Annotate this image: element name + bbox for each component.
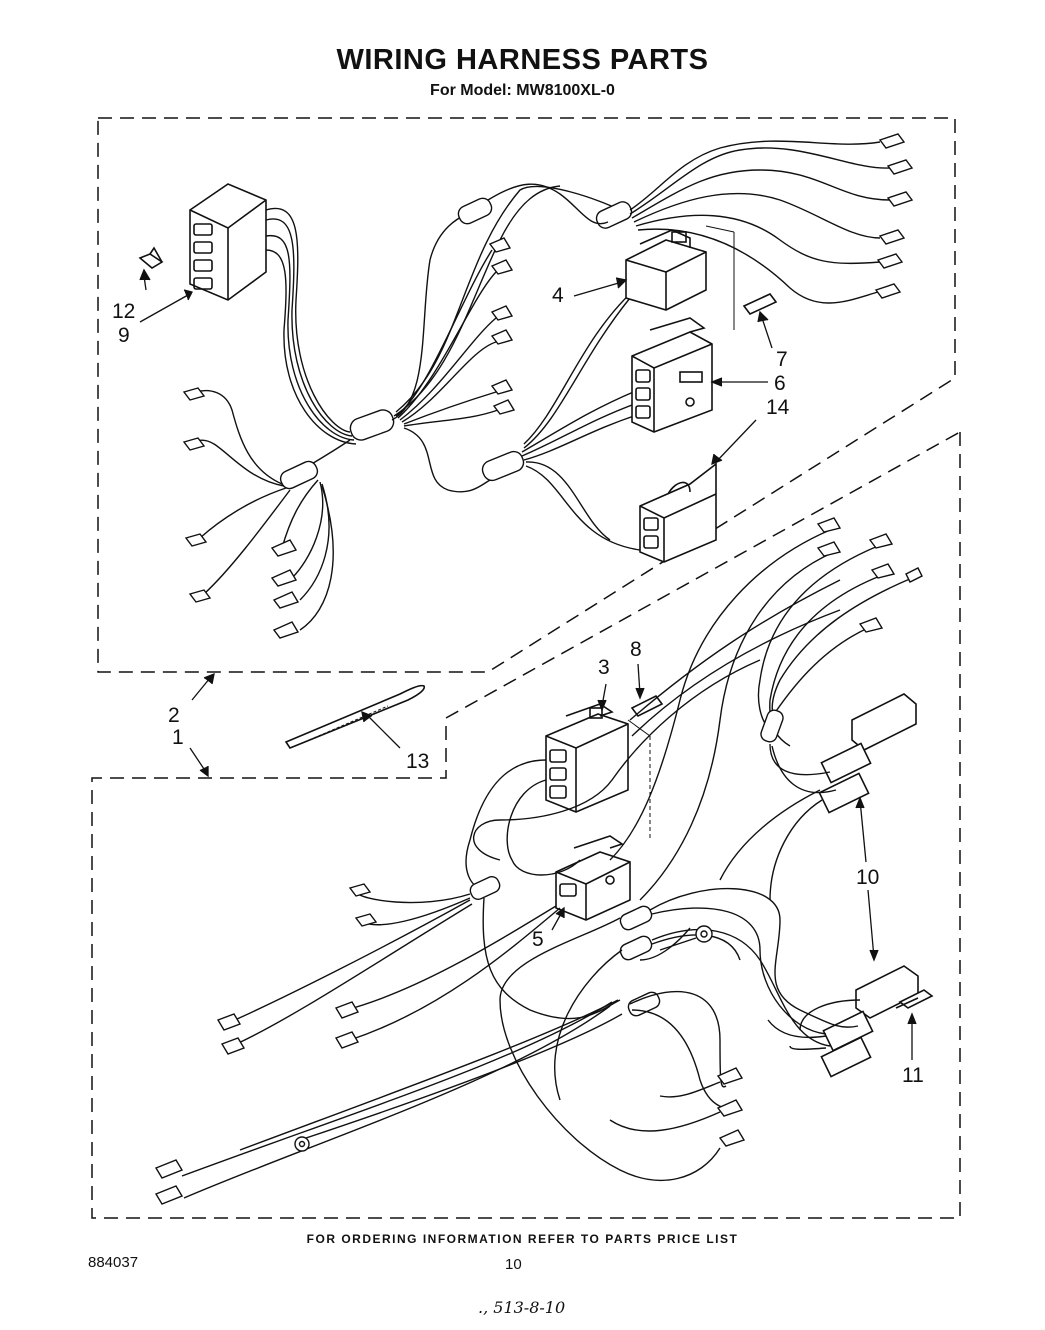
connector-3: [545, 703, 651, 840]
connector-10-upper: [818, 693, 917, 814]
short-terminals-center: [488, 237, 516, 415]
connector-4: [625, 225, 735, 330]
connector-14: [639, 462, 717, 563]
callout-labels: 12 9 4 7 6 14 3 8 2 1 13 10 5 11: [112, 284, 924, 1087]
terminal-12: [138, 246, 164, 269]
spade-terminals-lower-top-right: [816, 517, 923, 633]
spade-terminals-bottom-left: [154, 883, 378, 1205]
callout-9: 9: [118, 324, 130, 347]
connector-block-9: [189, 183, 267, 301]
upper-wire-bundle: [182, 133, 914, 639]
lower-wire-bundle: [154, 517, 923, 1205]
spade-terminals-bottom-right: [716, 1067, 746, 1147]
callout-10: 10: [856, 866, 879, 889]
callout-1: 1: [172, 726, 184, 749]
handwritten-note: ., 513-8-10: [478, 1298, 566, 1317]
upper-harness-boundary: [97, 117, 956, 673]
spade-terminals-left: [182, 387, 300, 639]
callout-11: 11: [902, 1064, 924, 1087]
callout-8: 8: [630, 638, 642, 661]
callout-14: 14: [766, 396, 790, 419]
callout-7: 7: [776, 348, 788, 371]
ordering-info-note: FOR ORDERING INFORMATION REFER TO PARTS …: [306, 1232, 739, 1246]
connector-5: [555, 835, 631, 921]
callout-3: 3: [598, 656, 610, 679]
terminal-set-top-right: [874, 133, 914, 299]
page-number: 10: [505, 1256, 522, 1273]
callout-12: 12: [112, 300, 135, 323]
terminal-7: [742, 293, 778, 315]
document-number: 884037: [88, 1254, 139, 1271]
callout-2: 2: [168, 704, 180, 727]
callout-6: 6: [774, 372, 786, 395]
callout-4: 4: [552, 284, 564, 307]
terminal-11: [895, 989, 934, 1009]
connector-10-lower: [820, 965, 919, 1078]
callout-5: 5: [532, 928, 544, 951]
callout-13: 13: [406, 750, 429, 773]
tie-strap-13: [284, 684, 426, 749]
lower-harness-boundary: [91, 431, 961, 1219]
model-subtitle: For Model: MW8100XL-0: [430, 82, 615, 99]
page-title: WIRING HARNESS PARTS: [336, 44, 709, 76]
connector-6: [631, 317, 713, 433]
leader-lines: [139, 268, 917, 1060]
